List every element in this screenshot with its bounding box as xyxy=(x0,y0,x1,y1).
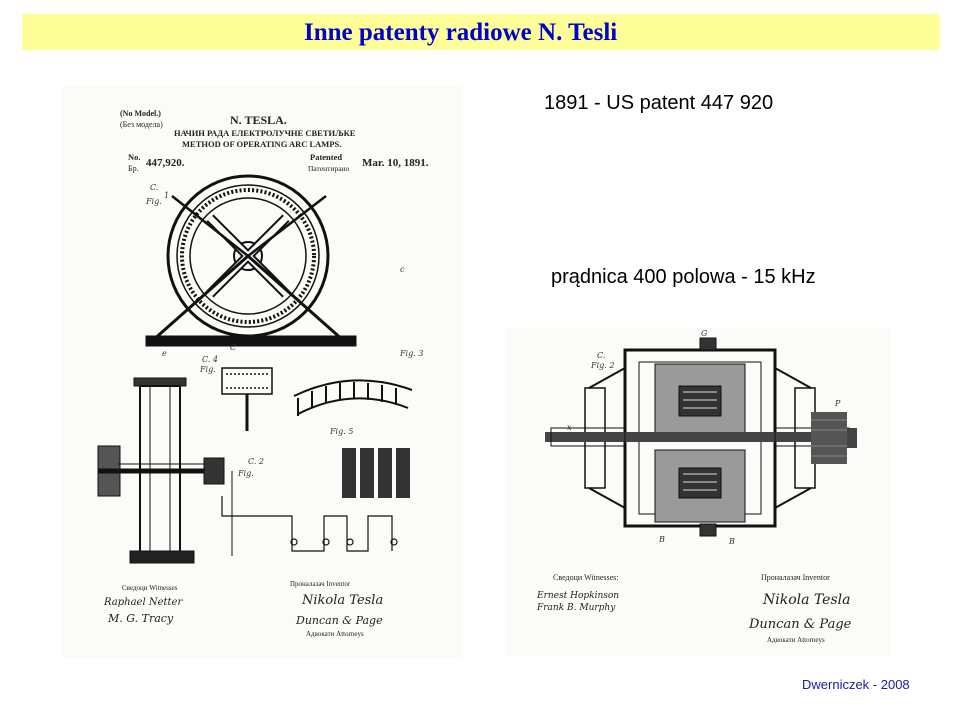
patent-heading: 1891 - US patent 447 920 xyxy=(544,92,774,114)
circuit-wiring xyxy=(221,496,398,552)
fig2-side-view xyxy=(97,377,233,564)
footer-credit: Dwerniczek - 2008 xyxy=(802,677,910,692)
attorneys-label-left: Адвокати Attorneys xyxy=(306,630,364,638)
svg-text:e: e xyxy=(162,349,167,358)
patent-drawing-right: C.Fig. 2 x P G B B Сведоци Witnesses: Прона… xyxy=(536,329,857,644)
inventor-label-right: Проналазач Inventor xyxy=(761,573,830,582)
svg-text:C: C xyxy=(230,343,236,352)
patent-date: Mar. 10, 1891. xyxy=(362,157,429,169)
model-note-cyrillic: (Без модела) xyxy=(120,120,163,129)
patented-label: Patented xyxy=(310,152,342,162)
patent-title: METHOD OF OPERATING ARC LAMPS. xyxy=(182,139,341,149)
slide-title: Inne patenty radiowe N. Tesli xyxy=(304,19,618,46)
svg-text:Fig.: Fig. xyxy=(237,469,254,478)
svg-text:x: x xyxy=(567,423,572,432)
fig3-pole-detail xyxy=(221,367,413,431)
patent-number: 447,920. xyxy=(146,157,185,169)
patent-drawing-sheet-right: C.Fig. 2 x P G B B Сведоци Witnesses: Прона… xyxy=(505,328,891,656)
witness-2-left: M. G. Tracy xyxy=(107,612,174,625)
patent-title-cyrillic: НАЧИН РАДА ЕЛЕКТРОЛУЧНЕ СВЕТИЉКЕ xyxy=(174,128,356,138)
witness-2-right: Frank B. Murphy xyxy=(536,603,616,613)
attorneys-signature-right: Duncan & Page xyxy=(748,617,852,632)
patent-drawing-sheet-left: (No Model.) (Без модела) N. TESLA. НАЧИН… xyxy=(62,86,462,658)
witnesses-label-right: Сведоци Witnesses: xyxy=(553,573,618,582)
generator-shaft xyxy=(545,412,857,464)
svg-text:Fig. 5: Fig. 5 xyxy=(329,427,353,436)
generator-caption: prądnica 400 polowa - 15 kHz xyxy=(551,266,816,288)
svg-text:C.: C. xyxy=(150,183,158,192)
attorneys-label-right: Адвокати Attorneys xyxy=(767,636,825,644)
svg-text:G: G xyxy=(701,329,708,338)
inventor-signature-right: Nikola Tesla xyxy=(762,592,850,608)
witness-1-right: Ernest Hopkinson xyxy=(536,591,619,601)
patented-label-cyrillic: Патентирано xyxy=(308,164,350,173)
svg-text:Fig. 2: Fig. 2 xyxy=(590,361,614,370)
inventor-label-left: Проналазач Inventor xyxy=(290,580,351,588)
svg-text:Fig. 3: Fig. 3 xyxy=(399,349,423,358)
svg-text:C.: C. xyxy=(597,351,605,360)
patent-number-label: No. xyxy=(128,152,141,162)
svg-text:C. 2: C. 2 xyxy=(248,457,264,466)
svg-text:1: 1 xyxy=(164,191,169,200)
inventor-signature-left: Nikola Tesla xyxy=(301,593,383,608)
svg-text:B: B xyxy=(728,537,735,546)
svg-text:B: B xyxy=(658,535,665,544)
svg-text:C. 4: C. 4 xyxy=(202,355,218,364)
witnesses-label-left: Сведоци Witnesses xyxy=(122,584,178,592)
model-note: (No Model.) xyxy=(120,109,161,118)
fig1-alternator-wheel xyxy=(145,174,357,347)
patent-drawing-left: (No Model.) (Без модела) N. TESLA. НАЧИН… xyxy=(97,109,429,638)
svg-text:Fig.: Fig. xyxy=(199,365,216,374)
witness-1-left: Raphael Netter xyxy=(103,597,183,608)
patent-number-label-cyrillic: Бр. xyxy=(128,164,139,173)
attorneys-signature-left: Duncan & Page xyxy=(295,614,383,627)
fig5-coil-blocks xyxy=(342,448,410,498)
svg-text:P: P xyxy=(834,399,841,408)
svg-text:Fig.: Fig. xyxy=(145,197,162,206)
svg-text:c: c xyxy=(400,265,405,274)
title-bar xyxy=(22,14,940,50)
patent-inventor-name: N. TESLA. xyxy=(230,113,287,127)
